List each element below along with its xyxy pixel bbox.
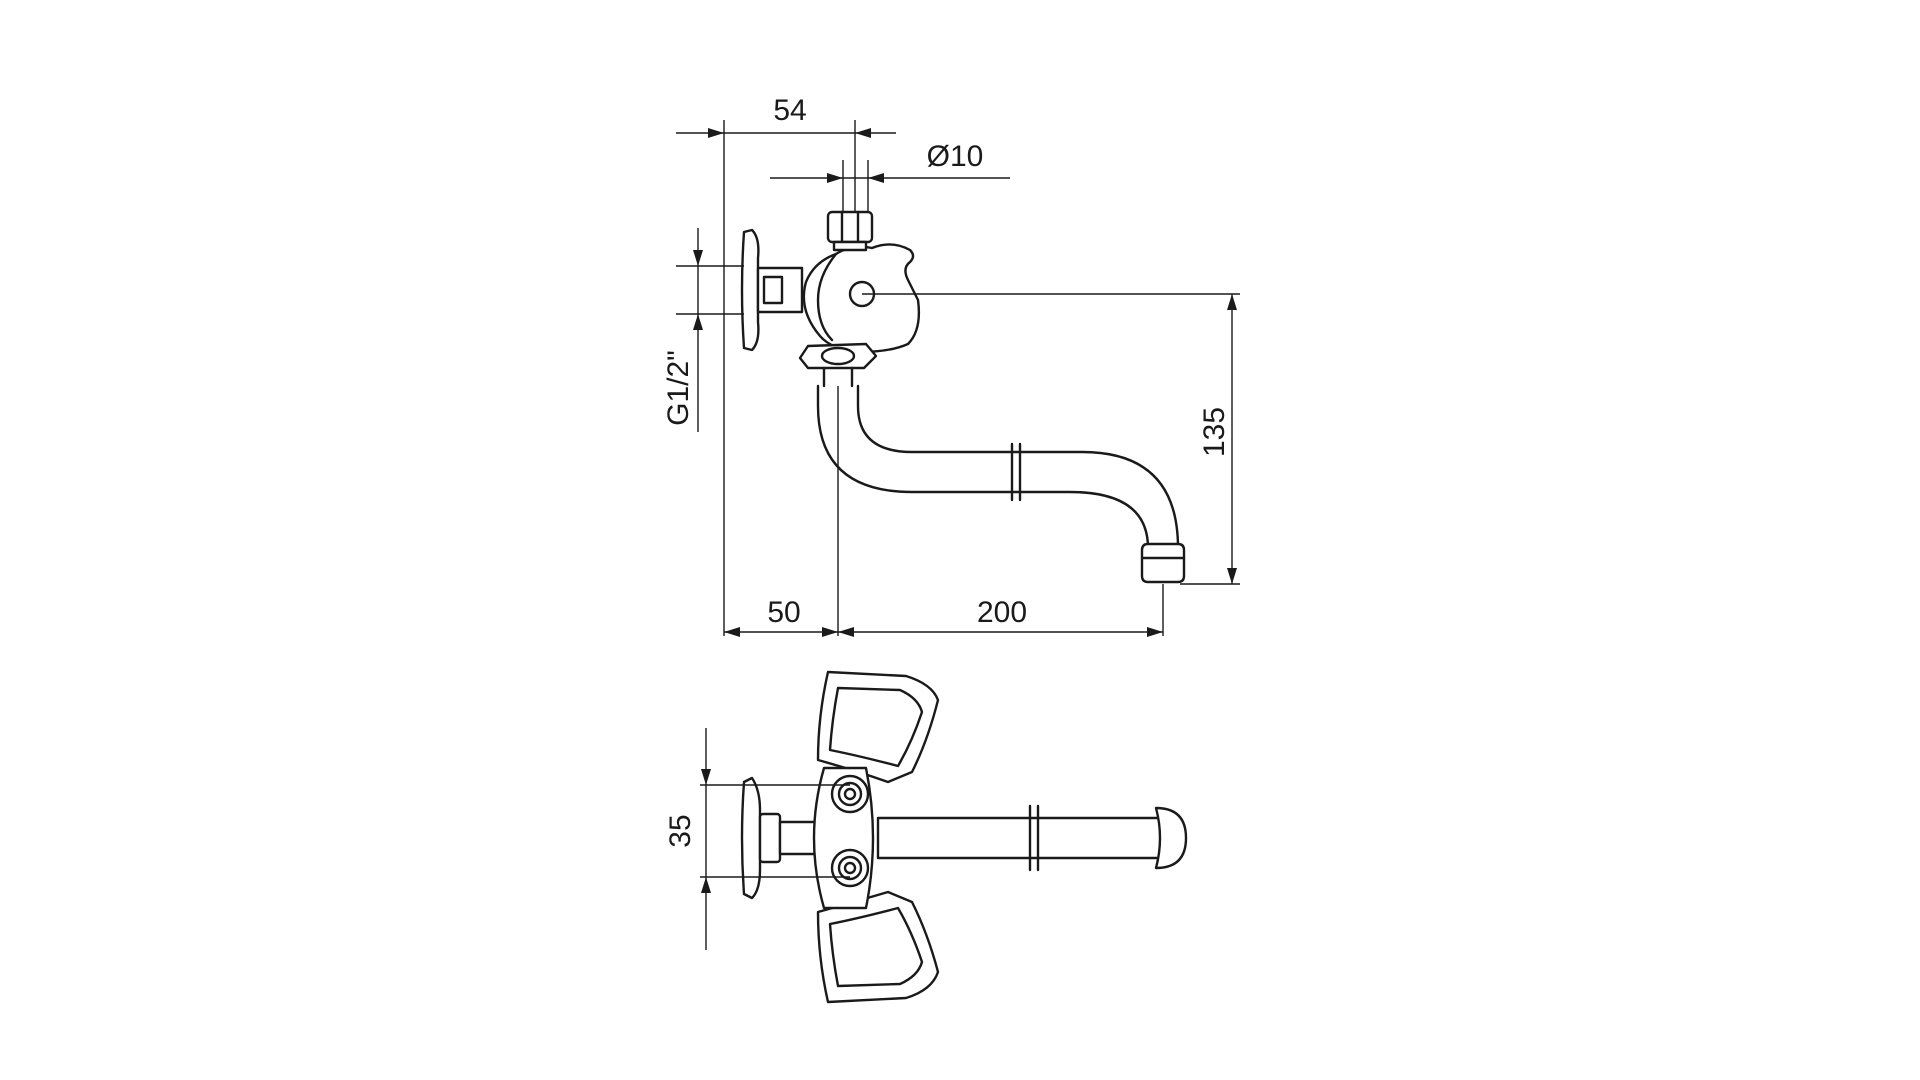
- top-view: [740, 670, 1188, 1004]
- valve-body-contour: [816, 252, 838, 342]
- side-dimensions: 54 Ø10 G1/2" 135 50 200: [662, 94, 1240, 637]
- aerator: [1140, 542, 1186, 584]
- side-view: [740, 210, 1186, 584]
- dim-inlet-spacing: 35: [664, 814, 697, 847]
- inlet-connector-square: [762, 275, 784, 305]
- swivel-nut-lens: [820, 346, 856, 366]
- dim-wall-offset: 50: [767, 596, 800, 629]
- dim-stem-diameter: Ø10: [927, 140, 984, 173]
- spout-top-outlet: [1154, 806, 1188, 870]
- handle-lower-facet: [828, 906, 924, 988]
- top-dimensions: 35: [664, 728, 850, 950]
- dim-thread: G1/2": [662, 350, 695, 426]
- inlet-connector: [756, 266, 804, 314]
- spout-outer-line: [816, 384, 1150, 550]
- dim-top-offset: 54: [773, 94, 806, 127]
- dim-spout-height: 135: [1198, 407, 1231, 457]
- inlet-ring-lower: [830, 848, 870, 888]
- inlet-connector-top: [758, 812, 782, 864]
- dim-spout-reach: 200: [977, 596, 1027, 629]
- spout-inner-line: [856, 384, 1180, 550]
- handle-upper-facet: [828, 686, 924, 768]
- top-nut-collar: [832, 240, 868, 252]
- wall-flange-top: [740, 776, 762, 900]
- inlet-ring-upper: [830, 774, 870, 814]
- spout-top: [876, 816, 1180, 860]
- top-nut: [826, 210, 874, 244]
- wall-flange: [740, 228, 760, 352]
